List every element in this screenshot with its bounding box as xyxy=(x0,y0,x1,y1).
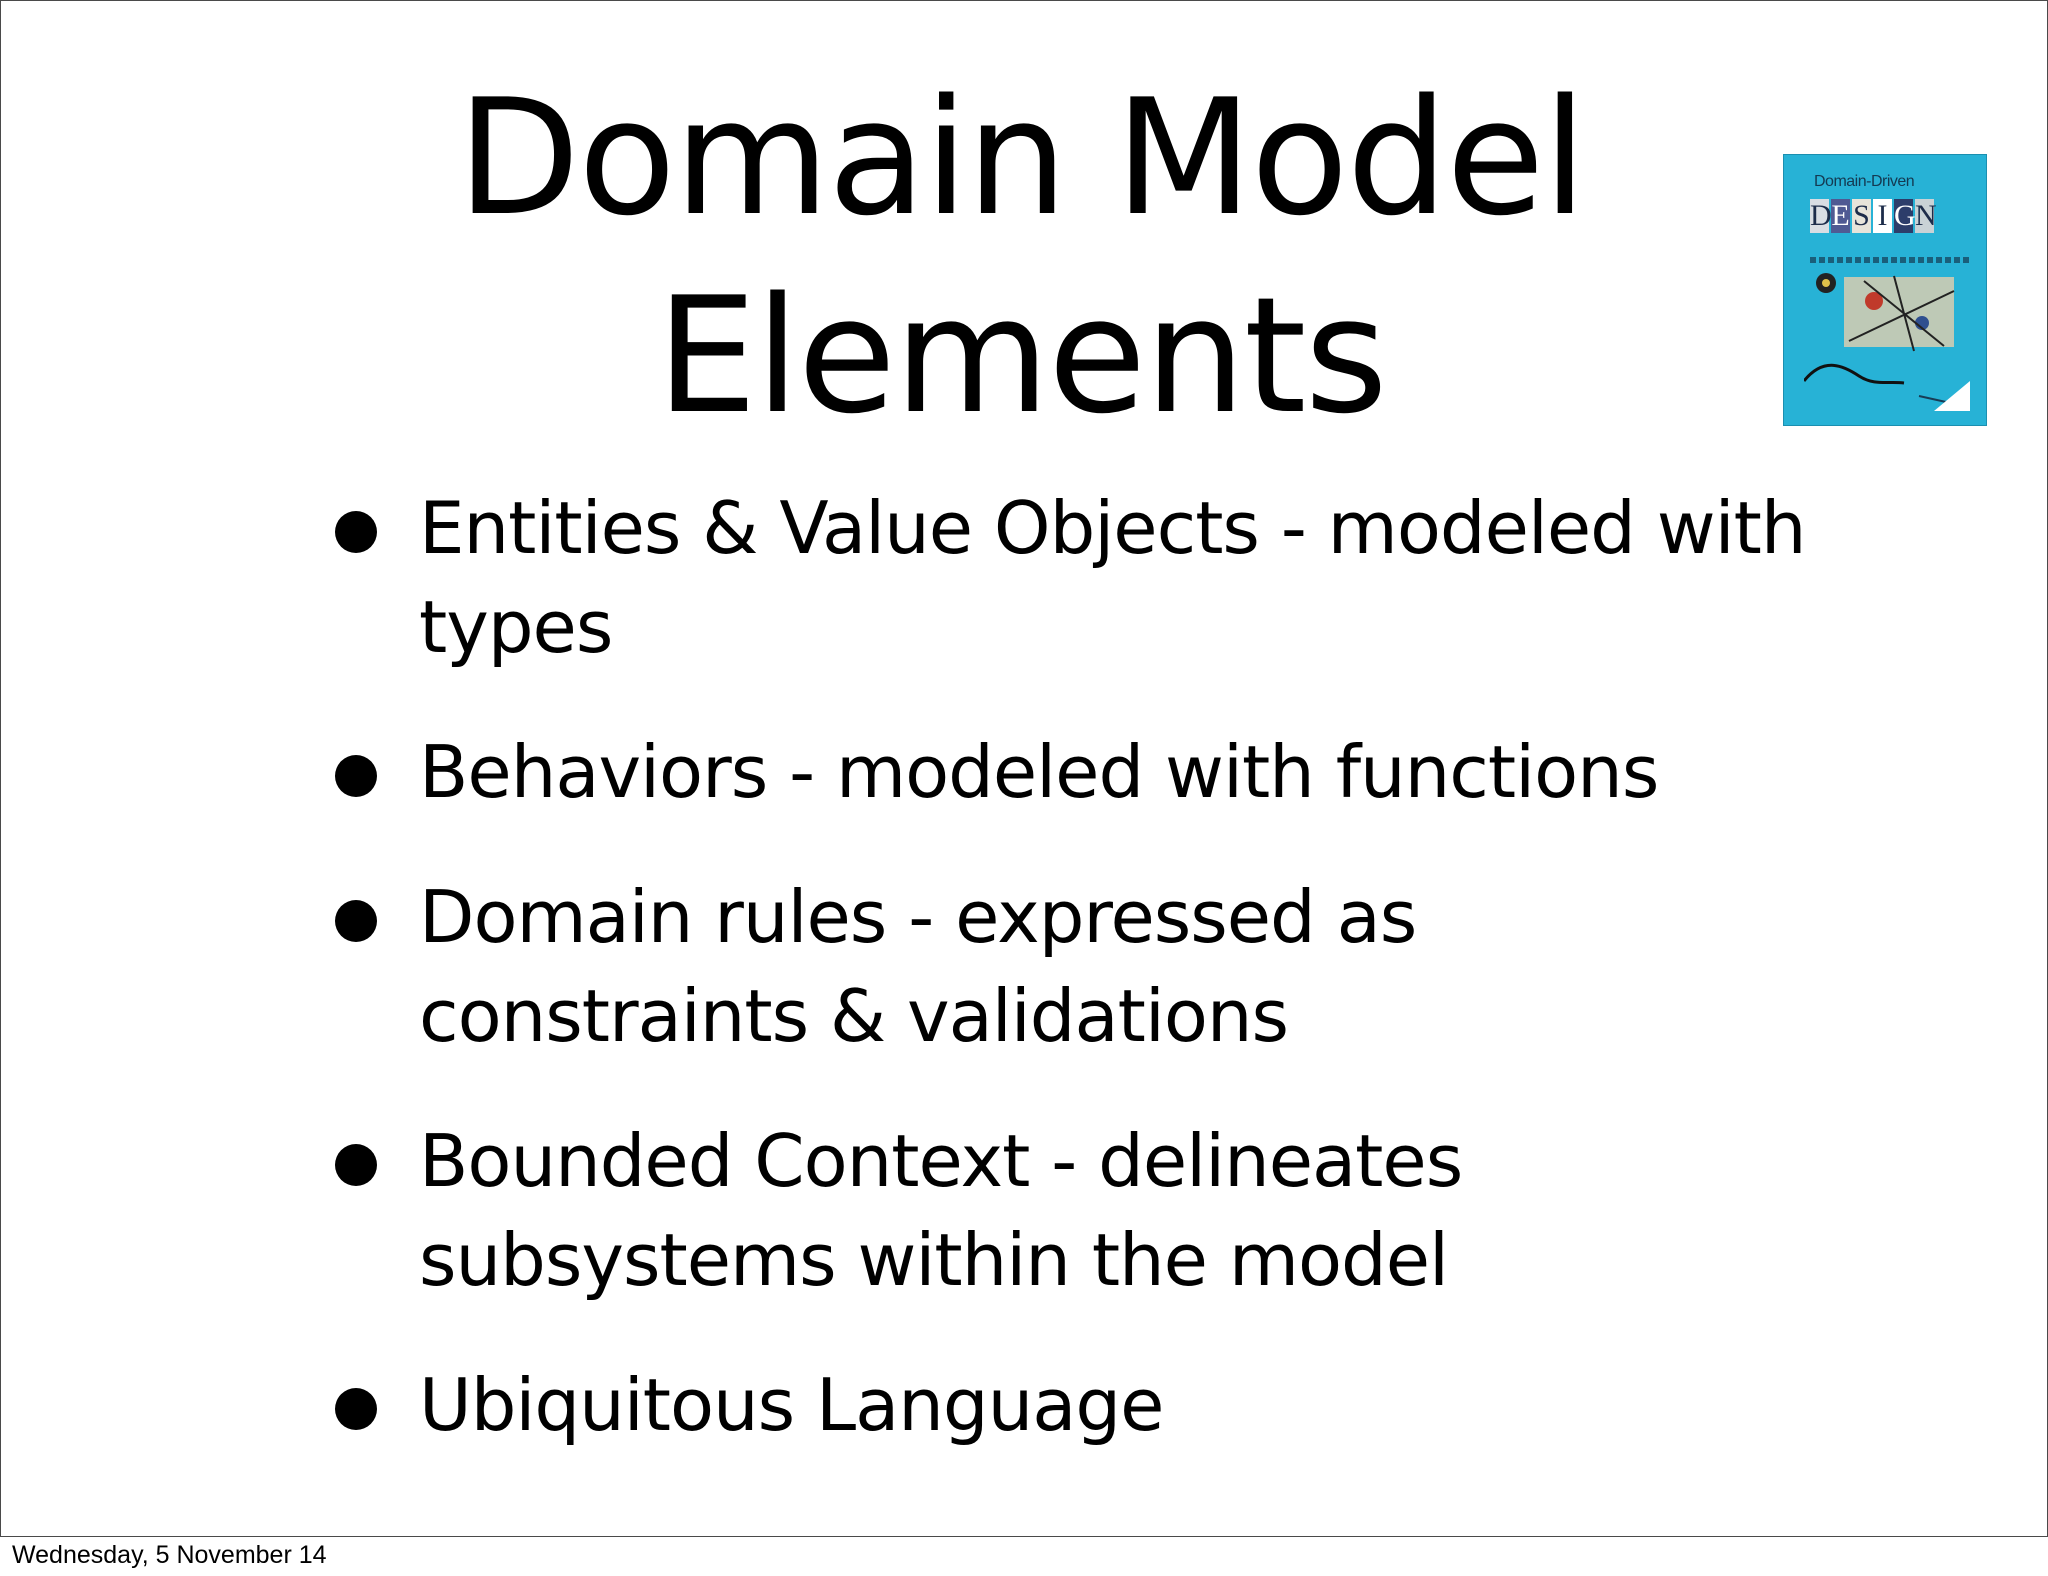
title-line-2: Elements xyxy=(656,262,1388,449)
title-line-1: Domain Model xyxy=(456,64,1587,251)
book-cover-letter: N xyxy=(1915,199,1937,233)
book-cover-artwork xyxy=(1804,273,1970,411)
bullet-text: Bounded Context - delineates subsystems … xyxy=(419,1119,1463,1302)
list-item: Domain rules - expressed as constraints … xyxy=(331,868,1811,1066)
bullet-text: Behaviors - modeled with functions xyxy=(419,730,1659,814)
book-cover-letter: S xyxy=(1852,199,1871,233)
book-cover-letter: G xyxy=(1894,199,1916,233)
bullet-icon xyxy=(335,900,377,942)
footer-date: Wednesday, 5 November 14 xyxy=(12,1541,327,1569)
book-cover-letter: E xyxy=(1831,199,1850,233)
list-item: Ubiquitous Language xyxy=(331,1356,1811,1455)
list-item: Behaviors - modeled with functions xyxy=(331,723,1811,822)
book-cover-subtitle-line xyxy=(1810,257,1970,263)
slide-title: Domain Model Elements xyxy=(331,59,1711,455)
list-item: Bounded Context - delineates subsystems … xyxy=(331,1112,1811,1310)
book-cover-letter: D xyxy=(1810,199,1832,233)
book-cover-image: Domain-Driven D E S I G N xyxy=(1783,154,1987,426)
bullet-icon xyxy=(335,511,377,553)
bullet-text: Domain rules - expressed as constraints … xyxy=(419,875,1417,1058)
bullet-list: Entities & Value Objects - modeled with … xyxy=(331,479,1811,1501)
book-cover-title: D E S I G N xyxy=(1810,199,1937,233)
slide: Domain Model Elements Domain-Driven D E … xyxy=(0,0,2048,1537)
bullet-icon xyxy=(335,755,377,797)
bullet-icon xyxy=(335,1388,377,1430)
bullet-icon xyxy=(335,1144,377,1186)
bullet-text: Ubiquitous Language xyxy=(419,1363,1164,1447)
book-cover-top-text: Domain-Driven xyxy=(1814,173,1915,190)
book-cover-letter: I xyxy=(1873,199,1892,233)
list-item: Entities & Value Objects - modeled with … xyxy=(331,479,1811,677)
bullet-text: Entities & Value Objects - modeled with … xyxy=(419,486,1807,669)
